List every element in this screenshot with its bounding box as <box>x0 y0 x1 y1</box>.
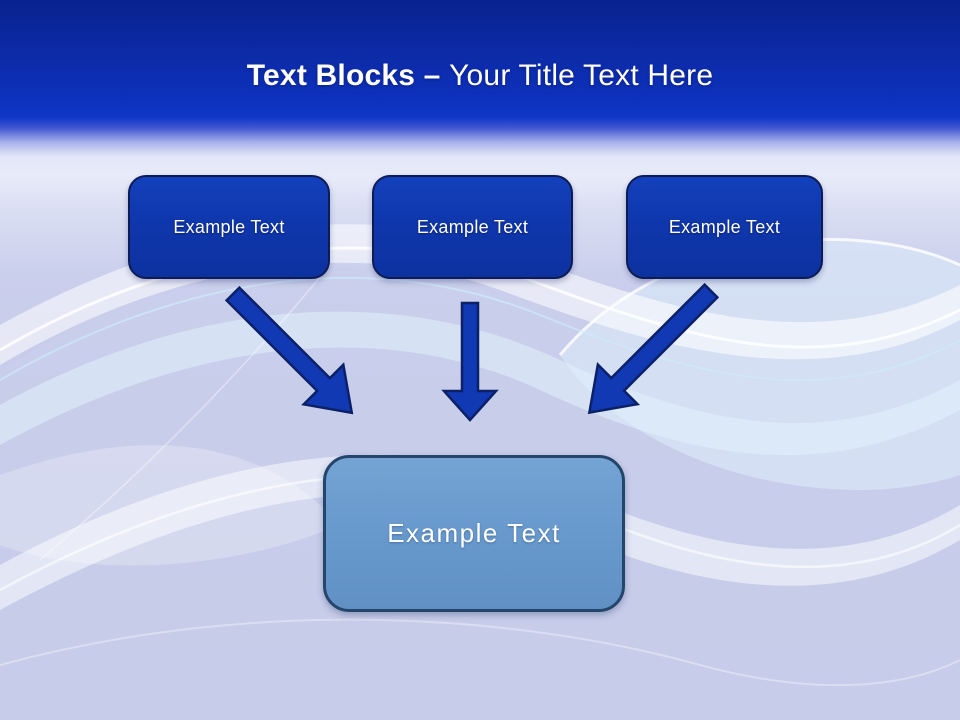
arrow-down-left-icon <box>587 282 720 415</box>
text-block-3: Example Text <box>626 175 823 279</box>
slide-title: Text Blocks – Your Title Text Here <box>0 57 960 95</box>
title-emphasis: Text Blocks <box>246 59 416 92</box>
text-block-2-label: Example Text <box>416 216 529 237</box>
text-block-3-label: Example Text <box>668 216 781 237</box>
text-block-2: Example Text <box>372 175 573 279</box>
text-block-summary-label: Example Text <box>387 518 561 548</box>
title-separator: – <box>415 59 450 92</box>
title-subtitle: Your Title Text Here <box>449 59 714 92</box>
text-block-1-label: Example Text <box>173 216 285 237</box>
text-block-1: Example Text <box>128 175 330 279</box>
text-block-summary: Example Text <box>323 455 625 612</box>
arrow-down-right-icon <box>224 285 354 415</box>
arrow-down-icon <box>441 301 499 422</box>
title-banner: Text Blocks – Your Title Text Here <box>0 0 960 178</box>
